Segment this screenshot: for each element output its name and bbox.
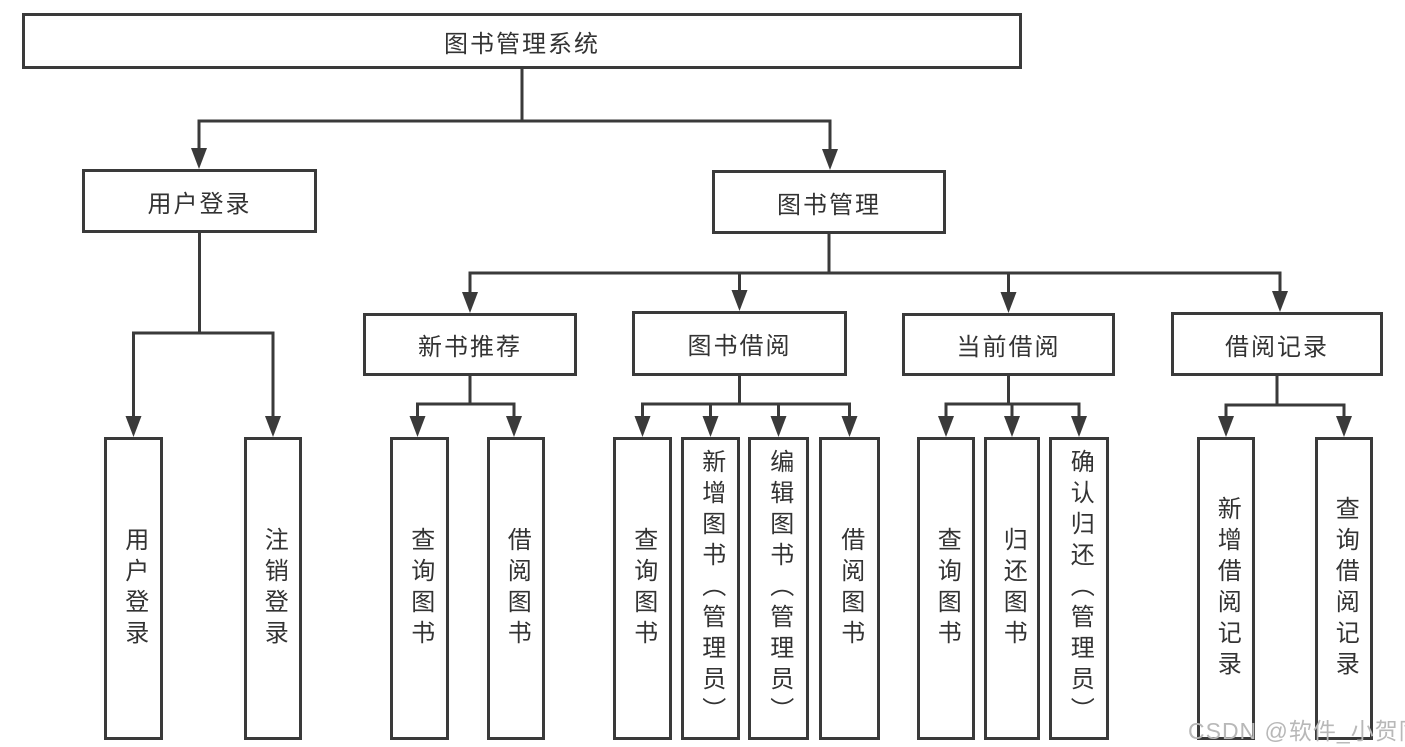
- arrowhead-icon: [1272, 291, 1288, 312]
- leaf-logout-label: 注销登录: [260, 526, 288, 651]
- arrowhead-icon: [265, 416, 281, 437]
- leaf-bb-borrow-books-label: 借阅图书: [836, 526, 864, 651]
- arrowhead-icon: [125, 416, 142, 437]
- leaf-bb-add-books: 新增图书（管理员）: [681, 437, 740, 740]
- leaf-cb-confirm-return-label: 确认归还（管理员）: [1066, 449, 1094, 728]
- leaf-bb-edit-books: 编辑图书（管理员）: [748, 437, 809, 740]
- node-new-book-recommend: 新书推荐: [363, 313, 577, 376]
- leaf-user-login: 用户登录: [104, 437, 163, 740]
- arrowhead-icon: [770, 416, 787, 437]
- csdn-watermark: CSDN @软件_小贺同学: [1188, 718, 1405, 744]
- node-new-book-recommend-label: 新书推荐: [418, 334, 522, 361]
- leaf-logout: 注销登录: [244, 437, 302, 740]
- arrowhead-icon: [938, 416, 954, 437]
- leaf-cb-confirm-return: 确认归还（管理员）: [1049, 437, 1109, 740]
- arrowhead-icon: [841, 416, 858, 437]
- leaf-nbr-query-books: 查询图书: [390, 437, 449, 740]
- node-book-borrow: 图书借阅: [632, 311, 847, 376]
- leaf-bb-query-books-label: 查询图书: [629, 526, 657, 651]
- node-user-login-label: 用户登录: [147, 190, 252, 218]
- arrowhead-icon: [1218, 416, 1234, 437]
- leaf-nbr-query-books-label: 查询图书: [406, 526, 434, 651]
- node-user-login: 用户登录: [82, 169, 317, 233]
- arrowhead-icon: [1336, 416, 1352, 437]
- leaf-br-query-record-label: 查询借阅记录: [1331, 495, 1359, 682]
- arrowhead-icon: [506, 416, 522, 437]
- arrowhead-icon: [702, 416, 719, 437]
- leaf-nbr-borrow-books-label: 借阅图书: [503, 526, 531, 651]
- arrowhead-icon: [822, 149, 838, 170]
- arrowhead-icon: [1071, 416, 1087, 437]
- arrowhead-icon: [634, 416, 651, 437]
- leaf-cb-return-books-label: 归还图书: [999, 526, 1027, 651]
- node-borrow-records-label: 借阅记录: [1225, 333, 1329, 361]
- node-book-borrow-label: 图书借阅: [687, 333, 792, 360]
- leaf-bb-add-books-label: 新增图书（管理员）: [697, 449, 725, 728]
- arrowhead-icon: [731, 290, 748, 311]
- leaf-cb-query-books-label: 查询图书: [933, 526, 961, 651]
- arrowhead-icon: [1000, 292, 1017, 313]
- leaf-bb-borrow-books: 借阅图书: [819, 437, 880, 740]
- node-root: 图书管理系统: [22, 13, 1022, 69]
- arrowhead-icon: [1004, 416, 1020, 437]
- leaf-cb-return-books: 归还图书: [984, 437, 1040, 740]
- node-root-label: 图书管理系统: [444, 30, 600, 58]
- leaf-br-add-record: 新增借阅记录: [1197, 437, 1255, 740]
- node-book-management-label: 图书管理: [777, 191, 881, 219]
- leaf-nbr-borrow-books: 借阅图书: [487, 437, 545, 740]
- node-book-management: 图书管理: [712, 170, 946, 234]
- node-current-borrow: 当前借阅: [902, 313, 1115, 376]
- node-current-borrow-label: 当前借阅: [956, 334, 1061, 361]
- leaf-br-query-record: 查询借阅记录: [1315, 437, 1373, 740]
- node-borrow-records: 借阅记录: [1171, 312, 1383, 376]
- leaf-cb-query-books: 查询图书: [917, 437, 975, 740]
- arrowhead-icon: [409, 416, 426, 437]
- leaf-br-add-record-label: 新增借阅记录: [1213, 495, 1241, 682]
- leaf-user-login-label: 用户登录: [120, 526, 148, 651]
- leaf-bb-query-books: 查询图书: [613, 437, 672, 740]
- leaf-bb-edit-books-label: 编辑图书（管理员）: [765, 449, 793, 728]
- arrowhead-icon: [462, 292, 478, 313]
- arrowhead-icon: [191, 148, 207, 169]
